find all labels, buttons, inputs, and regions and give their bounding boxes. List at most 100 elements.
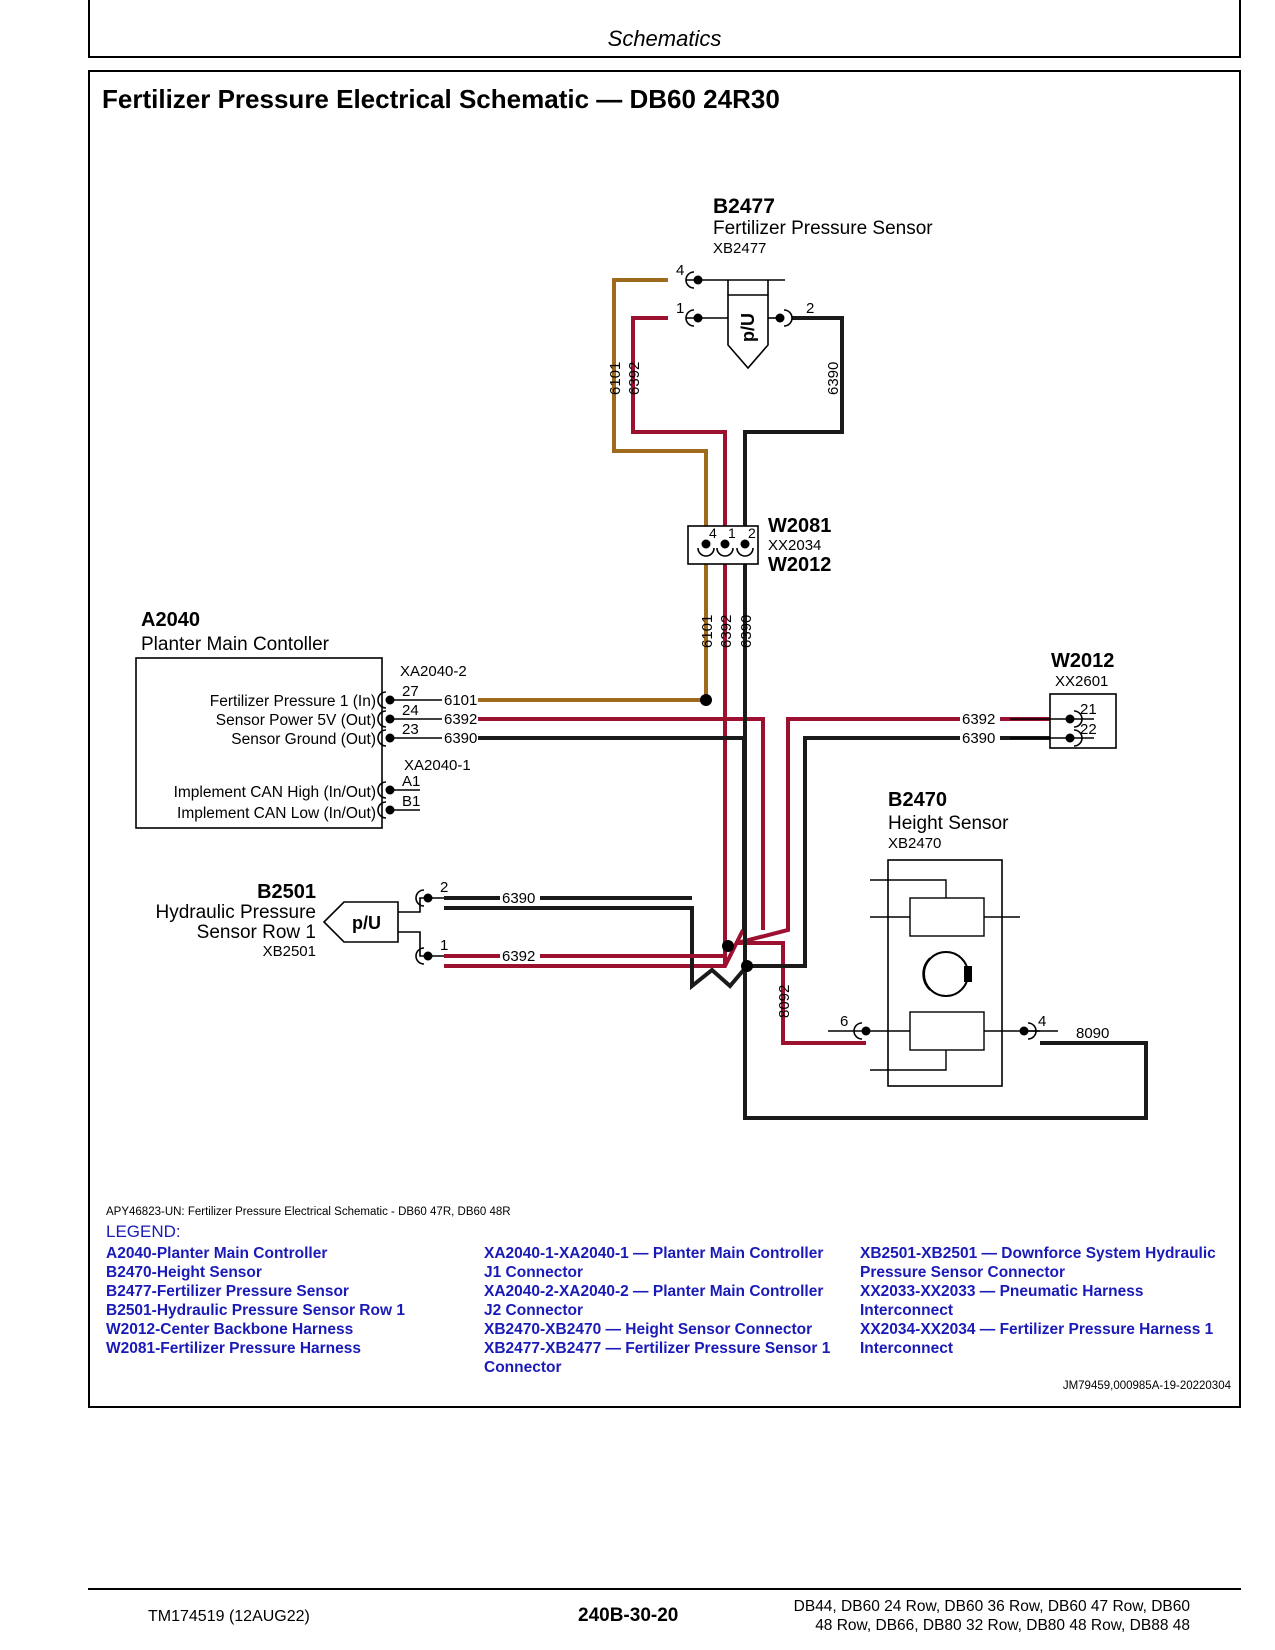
a2040-pin-a1: A1	[402, 773, 420, 790]
wire-6390-trunk	[743, 557, 1148, 1120]
figure-caption: APY46823-UN: Fertilizer Pressure Electri…	[106, 1206, 511, 1218]
label-6101-upper: 6101	[607, 362, 624, 395]
legend-item: XX2034-XX2034 — Fertilizer Pressure Harn…	[860, 1321, 1214, 1357]
w2081-id2: W2012	[768, 554, 831, 576]
wire-6392-upper	[631, 316, 727, 557]
wire-6390-w2012	[747, 736, 1068, 968]
wire-8092	[737, 941, 866, 1045]
legend-column-1: A2040-Planter Main Controller B2470-Heig…	[106, 1244, 466, 1358]
label-6392-lower: 6392	[718, 615, 735, 648]
b2477-symbol: p/U	[738, 313, 758, 342]
label-6390-lower: 6390	[738, 615, 755, 648]
b2470-pin-4: 4	[1038, 1013, 1046, 1030]
b2470-name: Height Sensor	[888, 813, 1009, 834]
w2012-pin-21: 21	[1080, 701, 1097, 718]
footer-manual-id: TM174519 (12AUG22)	[148, 1608, 310, 1625]
legend-item: B2477-Fertilizer Pressure Sensor	[106, 1283, 349, 1300]
a2040-id: A2040	[141, 609, 200, 631]
wire-6101-lower	[444, 557, 708, 702]
label-6390-b2501: 6390	[502, 890, 535, 907]
b2477-connector: XB2477	[713, 240, 766, 257]
legend-column-3: XB2501-XB2501 — Downforce System Hydraul…	[860, 1244, 1226, 1358]
legend-item: W2081-Fertilizer Pressure Harness	[106, 1340, 362, 1357]
label-6390-w2012: 6390	[962, 730, 995, 747]
a2040-signal-can-low: Implement CAN Low (In/Out)	[177, 805, 376, 822]
a2040-body	[135, 657, 383, 829]
wire-6101-upper	[612, 278, 708, 557]
footer-models-line2: 48 Row, DB66, DB80 32 Row, DB80 48 Row, …	[815, 1617, 1190, 1634]
schematic-frame	[88, 70, 1241, 1408]
b2470-connector: XB2470	[888, 835, 941, 852]
wire-6390-b2501	[444, 906, 749, 991]
a2040-pin-24: 24	[402, 702, 419, 719]
label-6390-a2040: 6390	[444, 730, 477, 747]
label-6101-a2040: 6101	[444, 692, 477, 709]
a2040-signal-can-high: Implement CAN High (In/Out)	[174, 784, 376, 801]
w2081-connector: XX2034	[768, 537, 821, 554]
legend-column-2: XA2040-1-XA2040-1 — Planter Main Control…	[484, 1244, 844, 1377]
footer-models-line1: DB44, DB60 24 Row, DB60 36 Row, DB60 47 …	[793, 1598, 1190, 1615]
section-title: Schematics	[607, 26, 722, 51]
label-6392-w2012: 6392	[962, 711, 995, 728]
b2501-body	[322, 901, 399, 943]
b2501-pin-1: 1	[440, 937, 448, 954]
b2470-id: B2470	[888, 789, 947, 811]
w2012-id: W2012	[1051, 650, 1114, 672]
a2040-signal-fert: Fertilizer Pressure 1 (In)	[210, 693, 376, 710]
wire-6390-upper	[743, 316, 844, 557]
b2477-name: Fertilizer Pressure Sensor	[713, 218, 933, 239]
legend-item: XB2501-XB2501 — Downforce System Hydraul…	[860, 1245, 1216, 1281]
wire-6392-b2501	[444, 929, 745, 968]
a2040-signal-ground: Sensor Ground (Out)	[231, 731, 376, 748]
label-6392-upper: 6392	[626, 362, 643, 395]
b2501-name-line2: Sensor Row 1	[197, 922, 316, 943]
b2501-id: B2501	[257, 881, 316, 903]
w2081-id: W2081	[768, 515, 831, 537]
label-8090: 8090	[1076, 1025, 1109, 1042]
label-6392-b2501: 6392	[502, 948, 535, 965]
b2470-body	[887, 859, 1003, 1087]
page-header: Schematics	[88, 0, 1241, 58]
w2012-pin-22: 22	[1080, 721, 1097, 738]
legend-item: B2501-Hydraulic Pressure Sensor Row 1	[106, 1302, 405, 1319]
footer-models: DB44, DB60 24 Row, DB60 36 Row, DB60 47 …	[740, 1597, 1190, 1635]
legend-title: LEGEND:	[106, 1222, 181, 1241]
b2477-pin-2: 2	[806, 300, 814, 317]
splice-6392	[722, 940, 734, 952]
a2040-pin-b1: B1	[402, 793, 420, 810]
splice-6390	[741, 960, 753, 972]
a2040-pin-23: 23	[402, 721, 419, 738]
legend-item: XB2477-XB2477 — Fertilizer Pressure Sens…	[484, 1340, 831, 1376]
a2040-conn1: XA2040-1	[404, 757, 471, 774]
legend-item: XX2033-XX2033 — Pneumatic Harness Interc…	[860, 1283, 1144, 1319]
legend-item: B2470-Height Sensor	[106, 1264, 262, 1281]
w2012-connector-body	[1049, 693, 1117, 749]
label-6390-upper: 6390	[825, 362, 842, 395]
page-title: Fertilizer Pressure Electrical Schematic…	[102, 84, 780, 114]
wire-6392-w2012	[736, 717, 1068, 945]
label-8092: 8092	[776, 985, 793, 1018]
b2501-symbol: p/U	[352, 913, 381, 933]
b2501-name-line1: Hydraulic Pressure	[156, 902, 317, 923]
b2477-pin-4: 4	[676, 262, 684, 279]
a2040-name: Planter Main Contoller	[141, 634, 330, 655]
legend-item: A2040-Planter Main Controller	[106, 1245, 328, 1262]
wire-6392-a2040	[444, 717, 765, 930]
w2081-pin-1: 1	[728, 525, 736, 541]
footer-divider	[88, 1588, 1241, 1590]
w2081-pin-2: 2	[748, 525, 756, 541]
b2501-pin-2: 2	[440, 879, 448, 896]
a2040-pin-27: 27	[402, 683, 419, 700]
w2081-pin-4: 4	[709, 525, 717, 541]
legend-item: W2012-Center Backbone Harness	[106, 1321, 354, 1338]
label-6101-lower: 6101	[699, 615, 716, 648]
wire-6390-a2040	[444, 736, 746, 930]
legend-item: XA2040-2-XA2040-2 — Planter Main Control…	[484, 1283, 824, 1319]
a2040-signal-power: Sensor Power 5V (Out)	[216, 712, 376, 729]
b2477-pin-1: 1	[676, 300, 684, 317]
b2501-connector: XB2501	[263, 943, 316, 960]
w2012-connector: XX2601	[1055, 673, 1108, 690]
a2040-conn2: XA2040-2	[400, 663, 467, 680]
legend-item: XA2040-1-XA2040-1 — Planter Main Control…	[484, 1245, 824, 1281]
